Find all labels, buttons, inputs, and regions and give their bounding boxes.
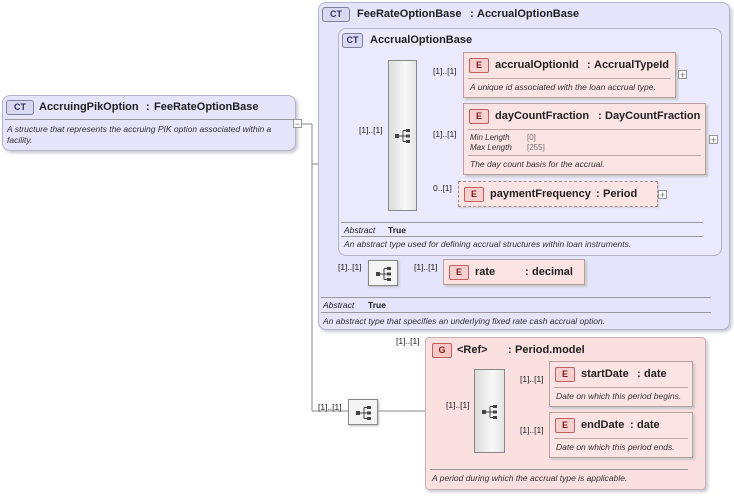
sequence-compositor[interactable] — [388, 60, 417, 211]
cardinality-label: [1]..[1] — [359, 125, 383, 135]
expand-toggle[interactable]: + — [678, 70, 687, 80]
element-end-date[interactable]: E endDate : date Date on which this peri… — [549, 412, 693, 458]
facet-min-length-value: [0] — [527, 133, 536, 142]
sequence-icon — [395, 129, 410, 143]
element-type-separator: : — [587, 59, 591, 71]
divider — [468, 155, 701, 156]
element-doc: A unique id associated with the loan acc… — [470, 82, 656, 92]
element-badge: E — [464, 187, 484, 202]
divider — [341, 222, 703, 223]
root-header: CT — [6, 100, 34, 115]
complex-type-badge: CT — [342, 33, 363, 48]
element-name: endDate — [581, 419, 625, 431]
element-badge: E — [449, 265, 469, 280]
sequence-compositor[interactable] — [368, 260, 398, 286]
element-name: rate — [475, 266, 496, 278]
element-type-separator: : — [598, 110, 602, 122]
element-type-separator: : — [630, 419, 634, 431]
divider — [554, 387, 688, 388]
group-badge: G — [432, 343, 452, 358]
element-type: decimal — [532, 266, 573, 278]
complex-type-badge: CT — [6, 100, 34, 115]
group-name-separator: : — [508, 344, 512, 356]
sequence-icon — [356, 406, 371, 420]
cardinality-label: [1]..[1] — [520, 374, 544, 384]
divider — [321, 312, 711, 313]
element-doc: Date on which this period ends. — [556, 442, 675, 452]
divider — [341, 236, 703, 237]
complex-type-badge: CT — [322, 7, 350, 22]
element-name: accrualOptionId — [495, 59, 579, 71]
divider — [468, 129, 701, 130]
facet-max-length-value: [255] — [527, 143, 545, 152]
group-doc: A period during which the accrual type i… — [432, 473, 628, 483]
divider — [430, 469, 688, 470]
element-type: AccrualTypeId — [594, 59, 669, 71]
element-payment-frequency[interactable]: E paymentFrequency : Period — [458, 181, 658, 207]
element-name: startDate — [581, 368, 629, 380]
cardinality-label: [1]..[1] — [433, 129, 457, 139]
sequence-icon — [482, 405, 497, 419]
group-ref: <Ref> — [457, 344, 488, 356]
root-name: AccruingPikOption — [39, 101, 139, 113]
element-badge: E — [555, 418, 575, 433]
root-doc-line2: facility. — [7, 135, 33, 145]
abstract-value: True — [388, 225, 406, 235]
cardinality-label: 0..[1] — [433, 183, 452, 193]
expand-toggle[interactable]: + — [658, 190, 667, 200]
element-badge: E — [469, 58, 489, 73]
sequence-icon — [376, 267, 391, 281]
sequence-compositor[interactable] — [474, 369, 505, 453]
element-badge: E — [469, 109, 489, 124]
root-doc-line1: A structure that represents the accruing… — [7, 124, 272, 134]
abstract-label: Abstract — [323, 300, 355, 310]
cardinality-label: [1]..[1] — [520, 425, 544, 435]
element-doc: The day count basis for the accrual. — [470, 159, 605, 169]
divider — [321, 297, 711, 298]
fee-rate-name: FeeRateOptionBase — [357, 8, 462, 20]
fee-rate-base-separator: : — [470, 8, 474, 20]
accrual-doc: An abstract type used for defining accru… — [344, 239, 632, 249]
element-type: date — [637, 419, 660, 431]
expand-toggle[interactable]: + — [709, 135, 718, 145]
element-start-date[interactable]: E startDate : date Date on which this pe… — [549, 361, 693, 407]
element-rate[interactable]: E rate : decimal — [443, 259, 585, 285]
accrual-name: AccrualOptionBase — [370, 34, 473, 46]
facet-max-length-label: Max Length — [470, 143, 512, 152]
cardinality-label: [1]..[1] — [338, 262, 362, 272]
divider — [554, 438, 688, 439]
group-name: Period.model — [515, 344, 585, 356]
element-name: paymentFrequency — [490, 188, 591, 200]
abstract-value: True — [368, 300, 386, 310]
cardinality-label: [1]..[1] — [446, 400, 470, 410]
cardinality-label: [1]..[1] — [318, 402, 342, 412]
element-day-count-fraction[interactable]: E dayCountFraction : DayCountFraction Mi… — [463, 103, 706, 175]
fee-rate-doc: An abstract type that specifies an under… — [323, 316, 606, 326]
element-type: date — [644, 368, 667, 380]
element-accrual-option-id[interactable]: E accrualOptionId : AccrualTypeId A uniq… — [463, 52, 676, 98]
cardinality-label: [1]..[1] — [433, 66, 457, 76]
root-complex-type-box[interactable]: CT AccruingPikOption : FeeRateOptionBase… — [2, 95, 296, 151]
element-type-separator: : — [525, 266, 529, 278]
divider — [5, 119, 293, 120]
element-type: Period — [603, 188, 638, 200]
cardinality-label: [1]..[1] — [414, 262, 438, 272]
divider — [468, 78, 671, 79]
collapse-toggle-root[interactable]: − — [293, 119, 302, 129]
element-badge: E — [555, 367, 575, 382]
sequence-compositor[interactable] — [348, 399, 378, 425]
facet-min-length-label: Min Length — [470, 133, 510, 142]
root-type-separator: : — [146, 101, 150, 113]
abstract-label: Abstract — [344, 225, 376, 235]
fee-rate-base: AccrualOptionBase — [477, 8, 580, 20]
element-doc: Date on which this period begins. — [556, 391, 682, 401]
element-name: dayCountFraction — [495, 110, 590, 122]
element-type-separator: : — [596, 188, 600, 200]
element-type-separator: : — [637, 368, 641, 380]
element-type: DayCountFraction — [605, 110, 701, 122]
root-type: FeeRateOptionBase — [154, 101, 259, 113]
cardinality-label: [1]..[1] — [396, 336, 420, 346]
